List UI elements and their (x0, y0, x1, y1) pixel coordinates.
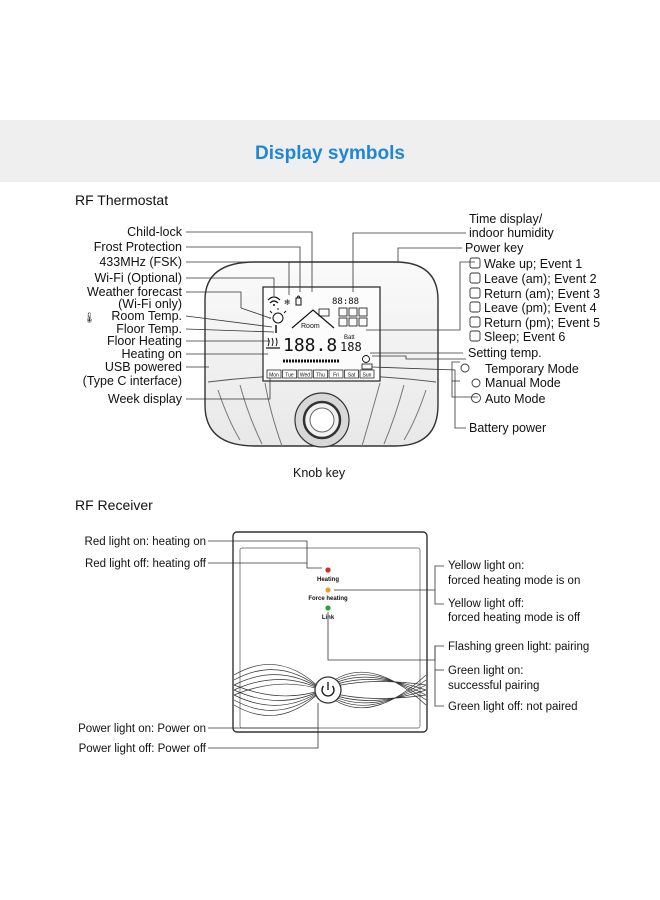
label-event-2: Leave (am); Event 2 (484, 272, 597, 286)
lcd-day-box (282, 369, 297, 379)
lcd-room-label: Room (301, 323, 320, 330)
label-433mhz: 433MHz (FSK) (99, 255, 182, 269)
label-indoor-humidity: indoor humidity (469, 226, 554, 240)
house-icon (291, 309, 335, 329)
label-room-temp: Room Temp. (111, 309, 182, 323)
knob-key[interactable] (294, 392, 350, 448)
lcd-day-label: Sun (363, 373, 372, 379)
label-event-1: Wake up; Event 1 (484, 257, 583, 271)
label-green-off: Green light off: not paired (448, 701, 578, 713)
label-red-on: Red light on: heating on (84, 536, 206, 548)
label-green-on: Green light on: (448, 665, 524, 677)
lcd-day-box (297, 369, 313, 379)
label-battery-power: Battery power (469, 421, 547, 435)
lcd-day-box (328, 369, 344, 379)
receiver-leaders (208, 540, 444, 749)
label-event-6: Sleep; Event 6 (484, 330, 566, 344)
label-setting-temp: Setting temp. (468, 346, 542, 360)
receiver-section-title: RF Receiver (75, 497, 153, 513)
page-title: Display symbols (255, 143, 405, 164)
label-power-key: Power key (465, 241, 524, 255)
label-child-lock: Child-lock (127, 225, 182, 239)
lcd-day-label: Tue (285, 373, 294, 379)
led-label-force-heating: Force heating (308, 596, 348, 602)
event-legend-icons (469, 257, 481, 342)
lcd-day-box (313, 369, 328, 379)
lcd-day-box (266, 369, 282, 379)
heating-led (325, 567, 331, 573)
label-event-5: Return (pm); Event 5 (484, 316, 601, 330)
label-week-display: Week display (107, 392, 182, 406)
led-label-heating: Heating (317, 577, 339, 583)
lcd-days-row: Mon Tue Wed Thu Fri Sat Sun (266, 369, 375, 379)
label-yellow-on: Yellow light on: (448, 560, 525, 572)
label-yellow-off: Yellow light off: (448, 598, 525, 610)
temporary-mode-icon (460, 363, 470, 373)
force-heating-led (325, 587, 331, 593)
label-frost-protection: Frost Protection (93, 240, 182, 254)
lcd-screen: ❄ 88:88 Room 188.8 Batt 188 Mon Tue Wed Thu… (262, 286, 381, 382)
battery-icon (361, 363, 373, 370)
label-event-3: Return (am); Event 3 (484, 287, 601, 301)
title-band (0, 120, 660, 182)
lcd-day-label: Thu (316, 373, 325, 379)
lcd-day-label: Mon (269, 373, 279, 379)
label-heating-on: Heating on (121, 347, 182, 361)
receiver-device (232, 531, 428, 733)
label-manual-mode: Manual Mode (485, 376, 561, 390)
label-yellow-on-desc: forced heating mode is on (448, 575, 581, 587)
lcd-day-label: Sat (348, 373, 356, 379)
label-type-c: (Type C interface) (82, 374, 182, 388)
lcd-main-digits: 188.8 (283, 335, 337, 356)
label-auto-mode: Auto Mode (485, 392, 546, 406)
manual-mode-icon (471, 378, 481, 388)
label-temporary-mode: Temporary Mode (485, 362, 579, 376)
label-wifi-only: (Wi-Fi only) (118, 297, 182, 311)
label-green-flash: Flashing green light: pairing (448, 641, 590, 653)
lcd-batt-label: Batt (344, 335, 355, 341)
thermostat-right-leaders (352, 232, 478, 429)
lcd-day-box (344, 369, 359, 379)
label-time-display: Time display/ (469, 212, 543, 226)
clock-icon (362, 355, 370, 363)
label-red-off: Red light off: heating off (84, 558, 206, 570)
label-usb-powered: USB powered (104, 360, 182, 374)
label-wifi: Wi-Fi (Optional) (94, 271, 182, 285)
label-floor-temp: Floor Temp. (116, 322, 182, 336)
lcd-day-box (359, 369, 375, 379)
wifi-icon (267, 296, 281, 301)
lcd-time-digits: 88:88 (332, 297, 359, 307)
auto-mode-icon (471, 393, 481, 403)
room-thermometer-icon: 🌡 (83, 312, 96, 324)
label-floor-heating: Floor Heating (106, 334, 182, 348)
sun-icon (272, 312, 284, 324)
thermostat-left-leaders (185, 231, 313, 400)
link-led (325, 605, 331, 611)
lcd-day-label: Wed (300, 373, 310, 379)
lock-icon (295, 297, 302, 306)
label-power-off: Power light off: Power off (78, 743, 206, 755)
label-knob-key: Knob key (293, 466, 346, 480)
thermostat-section-title: RF Thermostat (75, 192, 169, 208)
label-weather-forecast: Weather forecast (87, 285, 182, 299)
label-green-on-desc: successful pairing (448, 680, 540, 692)
lcd-set-digits: 188 (340, 340, 362, 354)
label-yellow-off-desc: forced heating mode is off (448, 612, 581, 624)
mode-icons (460, 363, 481, 403)
heating-icon (267, 337, 278, 347)
label-power-on: Power light on: Power on (78, 723, 206, 735)
lcd-day-label: Fri (333, 373, 339, 379)
label-event-4: Leave (pm); Event 4 (484, 301, 597, 315)
power-icon (321, 685, 335, 697)
frost-icon: ❄ (284, 298, 291, 307)
